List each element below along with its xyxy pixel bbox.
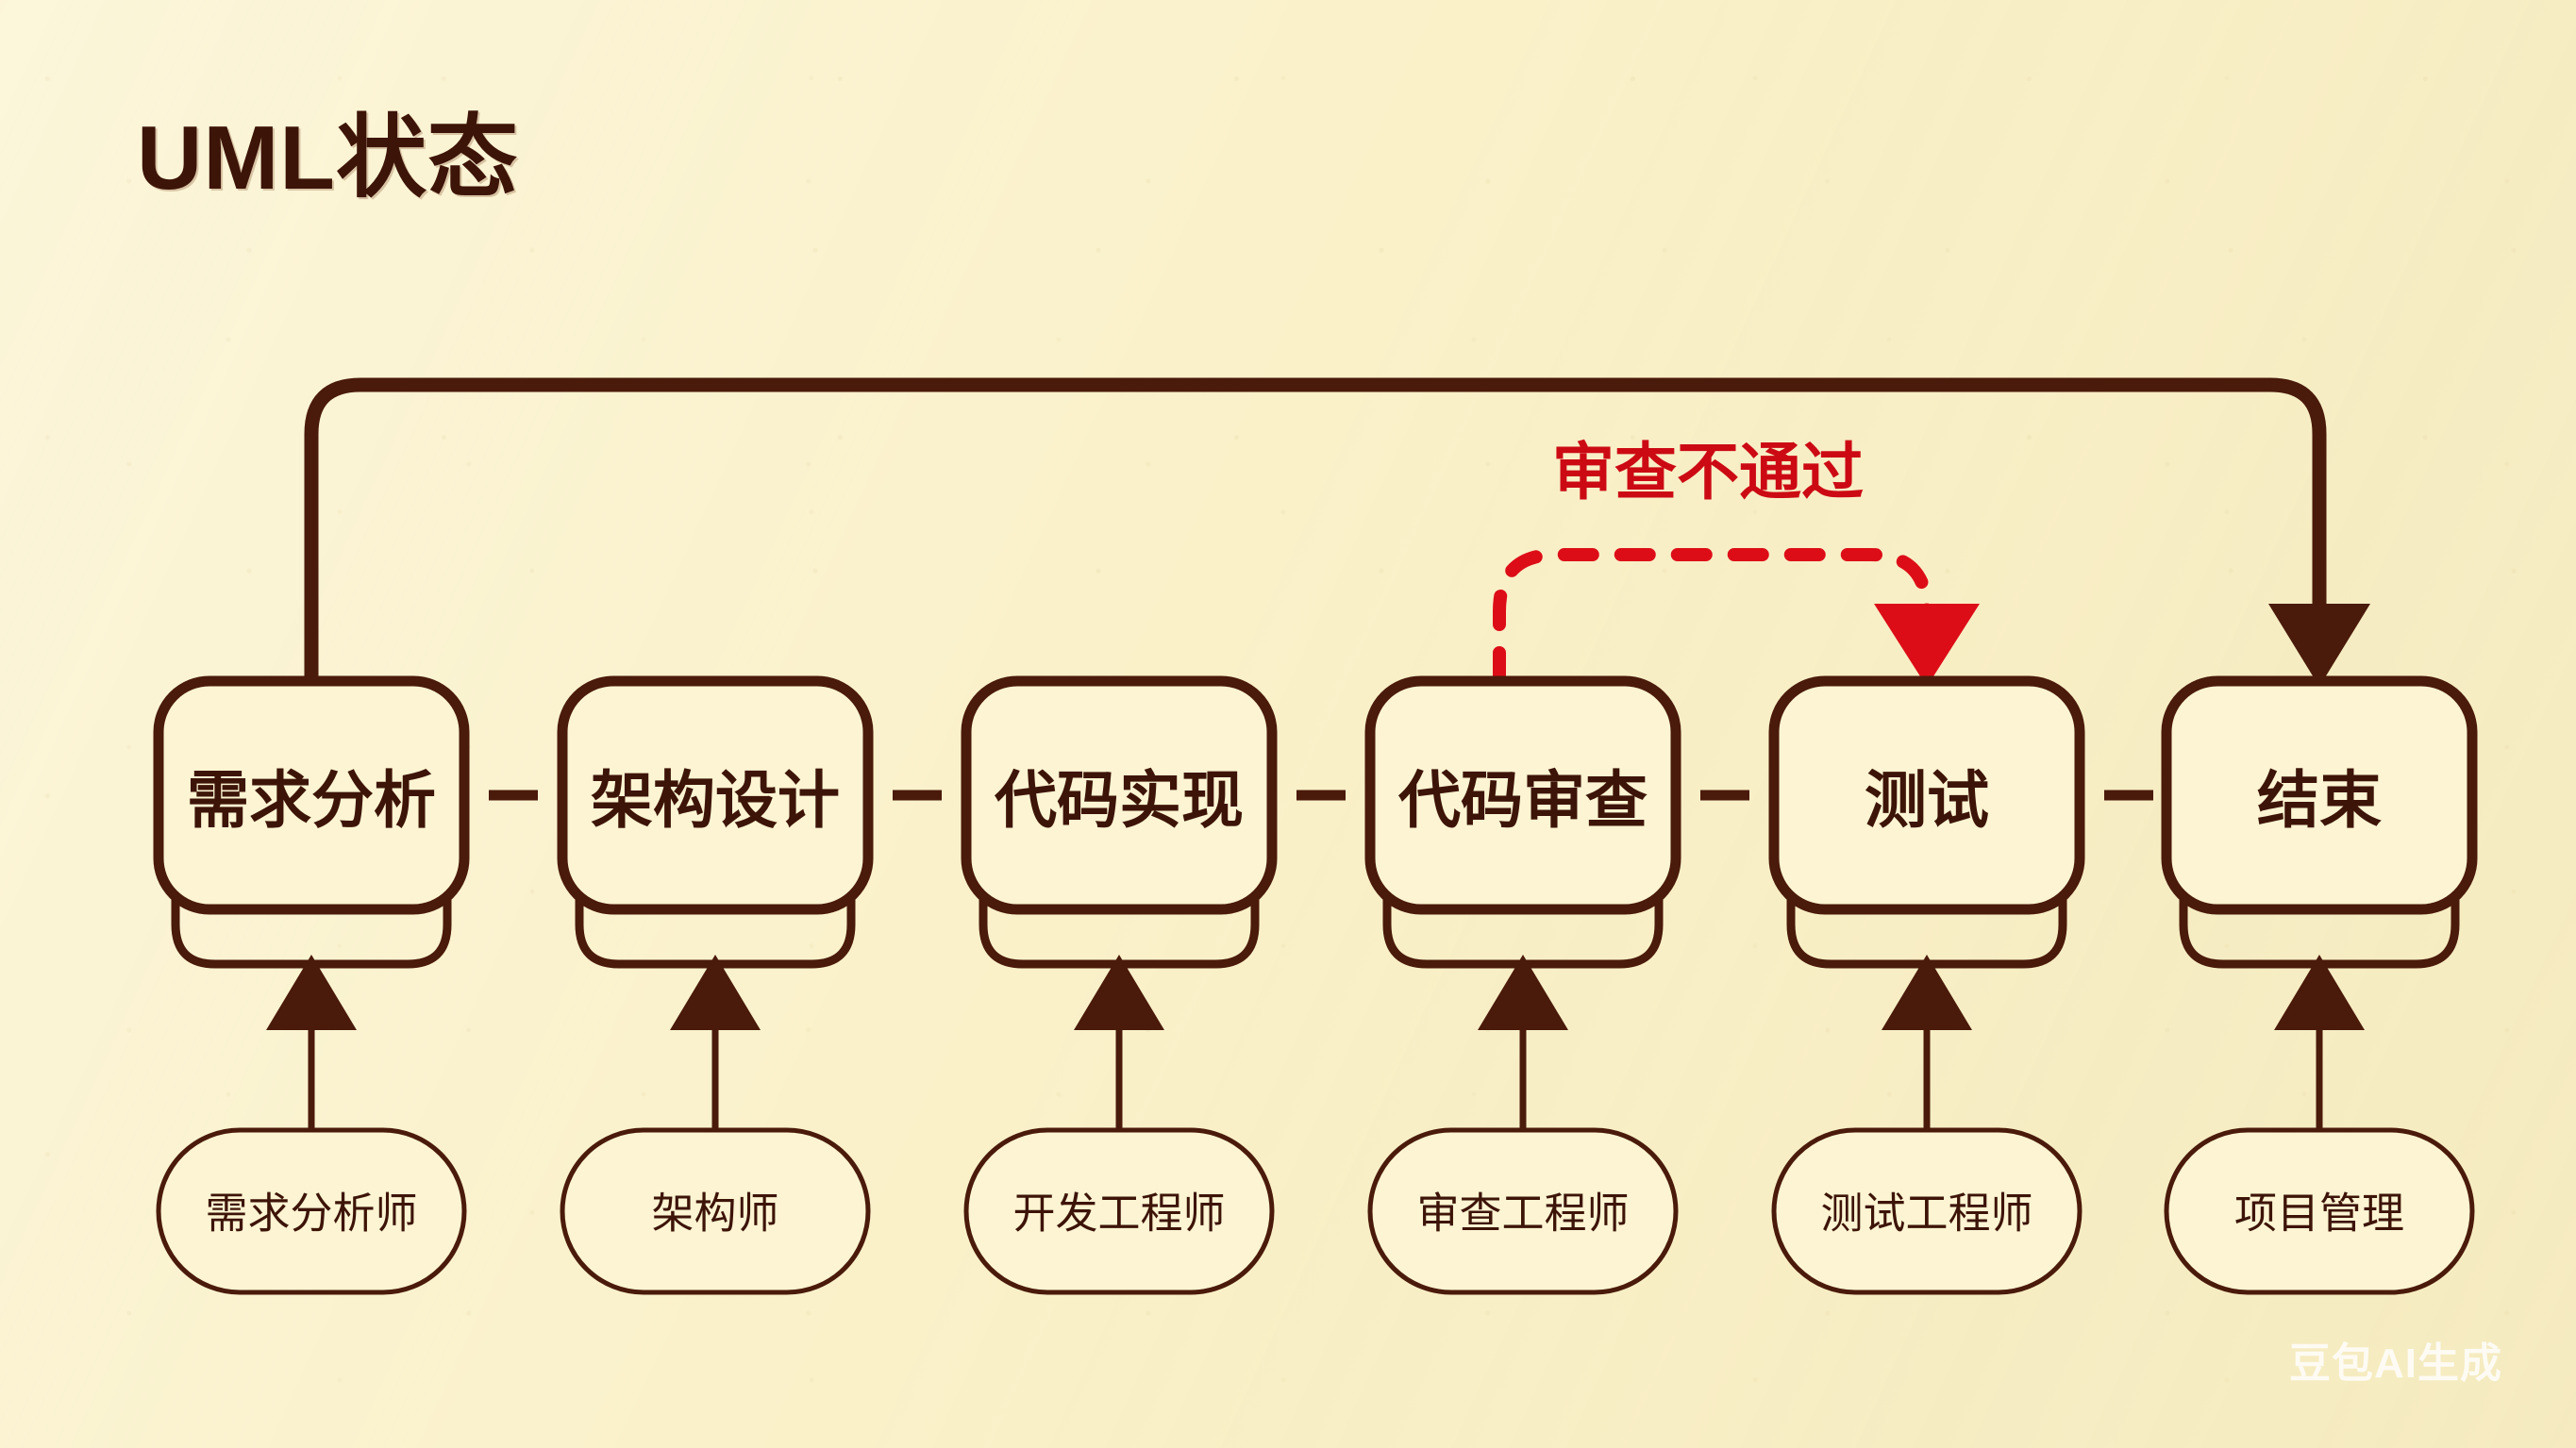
reject-dashed-path [1493,548,1933,688]
transition-review-rejected: 审查不通过 [1493,437,1980,688]
actor-req-label: 需求分析师 [205,1190,417,1238]
loopback-path [304,377,2327,679]
actor-arrowhead-code-icon [1074,955,1164,1030]
state-code-border [961,675,1278,915]
actor-arrowhead-req-icon [266,955,357,1030]
page-title: UML状态 [137,108,519,208]
state-node-test[interactable]: 测试 [1768,675,2085,969]
actor-review-label: 审查工程师 [1416,1190,1629,1238]
actor-node-review[interactable]: 审查工程师 [1367,1127,1679,1295]
actor-node-code[interactable]: 开发工程师 [963,1127,1275,1295]
state-end-label: 结束 [2257,765,2382,835]
loopback-arrowhead-icon [2268,604,2370,687]
actor-arch-label: 架构师 [651,1190,778,1238]
state-test-fill [1774,681,2080,909]
actor-test-shape [1771,1127,2083,1295]
actor-arrowhead-review-icon [1478,955,1568,1030]
state-end-fill [2166,681,2472,909]
state-node-code[interactable]: 代码实现 [961,675,1278,969]
state-arch-fill [562,681,868,909]
actor-req-shape [156,1127,467,1295]
state-test-border [1768,675,2085,915]
state-node-end[interactable]: 结束 [2161,675,2478,969]
state-node-req[interactable]: 需求分析 [153,675,470,969]
state-code-label: 代码实现 [994,765,1244,835]
state-req-fill [159,681,464,909]
actor-end-shape [2164,1127,2475,1295]
state-node-arch[interactable]: 架构设计 [557,675,874,969]
state-end-border [2161,675,2478,915]
state-review-label: 代码审查 [1397,765,1648,835]
actor-review-shape [1367,1127,1679,1295]
actor-node-test[interactable]: 测试工程师 [1771,1127,2083,1295]
actor-arch-shape [560,1127,871,1295]
state-code-fill [966,681,1272,909]
state-review-fill [1370,681,1676,909]
actor-end-label: 项目管理 [2234,1190,2404,1238]
state-node-review[interactable]: 代码审查 [1364,675,1681,969]
actor-node-end[interactable]: 项目管理 [2164,1127,2475,1295]
actor-test-label: 测试工程师 [1820,1190,2032,1238]
reject-arrowhead-icon [1874,604,1980,687]
state-req-border [153,675,470,915]
actor-code-label: 开发工程师 [1012,1190,1225,1238]
actor-arrowhead-arch-icon [670,955,761,1030]
state-arch-border [557,675,874,915]
state-test-label: 测试 [1865,765,1989,835]
actor-node-req[interactable]: 需求分析师 [156,1127,467,1295]
actor-arrowhead-test-icon [1882,955,1972,1030]
actor-node-arch[interactable]: 架构师 [560,1127,871,1295]
actor-code-shape [963,1127,1275,1295]
actor-links [266,955,2365,1130]
reject-transition-label: 审查不通过 [1552,437,1864,507]
state-arch-label: 架构设计 [591,765,840,835]
actor-arrowhead-end-icon [2274,955,2365,1030]
watermark: 豆包AI生成 [2289,1340,2502,1387]
transition-loopback-req-to-end [304,377,2370,687]
state-review-border [1364,675,1681,915]
state-req-label: 需求分析 [187,765,436,835]
